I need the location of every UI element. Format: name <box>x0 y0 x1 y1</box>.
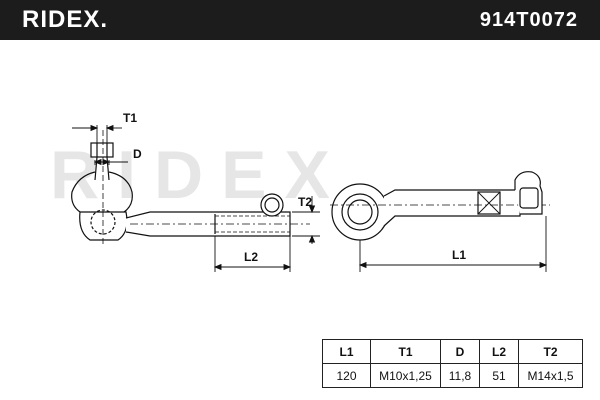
dimension-t1 <box>72 124 122 145</box>
spec-header-t2: T2 <box>518 339 583 364</box>
brand-logo: RIDEX. <box>22 6 109 33</box>
technical-drawing: RIDEX T1 <box>50 111 550 272</box>
tie-rod-side-view <box>71 130 310 245</box>
spec-value-row: 120 M10x1,25 11,8 51 M14x1,5 <box>322 363 583 388</box>
spec-header-t1: T1 <box>370 339 441 364</box>
ball-joint <box>90 209 116 235</box>
dimension-t2 <box>292 196 320 244</box>
eye-boss <box>260 193 284 217</box>
spec-value-t1: M10x1,25 <box>370 363 441 388</box>
label-t1: T1 <box>123 111 137 125</box>
dust-boot <box>71 171 133 213</box>
spec-value-t2: M14x1,5 <box>518 363 583 388</box>
label-l2: L2 <box>244 250 258 264</box>
spec-value-d: 11,8 <box>440 363 480 388</box>
part-number: 914T0072 <box>479 9 578 31</box>
spec-header-row: L1 T1 D L2 T2 <box>322 339 583 364</box>
label-t2: T2 <box>298 195 312 209</box>
spec-table: L1 T1 D L2 T2 120 M10x1,25 11,8 51 M14x1… <box>322 339 583 388</box>
spec-value-l2: 51 <box>479 363 519 388</box>
eye-bore <box>264 197 280 213</box>
spec-header-d: D <box>440 339 480 364</box>
housing-outer <box>331 183 389 241</box>
stud-nut <box>90 142 114 158</box>
spec-value-l1: 120 <box>322 363 371 388</box>
dimension-d <box>93 158 128 166</box>
spec-header-l2: L2 <box>479 339 519 364</box>
housing-inner <box>347 199 373 225</box>
header-bar: RIDEX. 914T0072 <box>0 0 600 40</box>
label-l1: L1 <box>452 248 466 262</box>
label-d: D <box>133 147 142 161</box>
end-eye-bore <box>519 187 539 209</box>
housing-ring <box>341 193 379 231</box>
spec-header-l1: L1 <box>322 339 371 364</box>
tie-rod-top-view <box>330 171 550 241</box>
end-eye <box>514 171 543 215</box>
dimension-l2 <box>213 236 292 272</box>
dimension-l1 <box>358 216 548 272</box>
hex-flat <box>477 191 501 215</box>
